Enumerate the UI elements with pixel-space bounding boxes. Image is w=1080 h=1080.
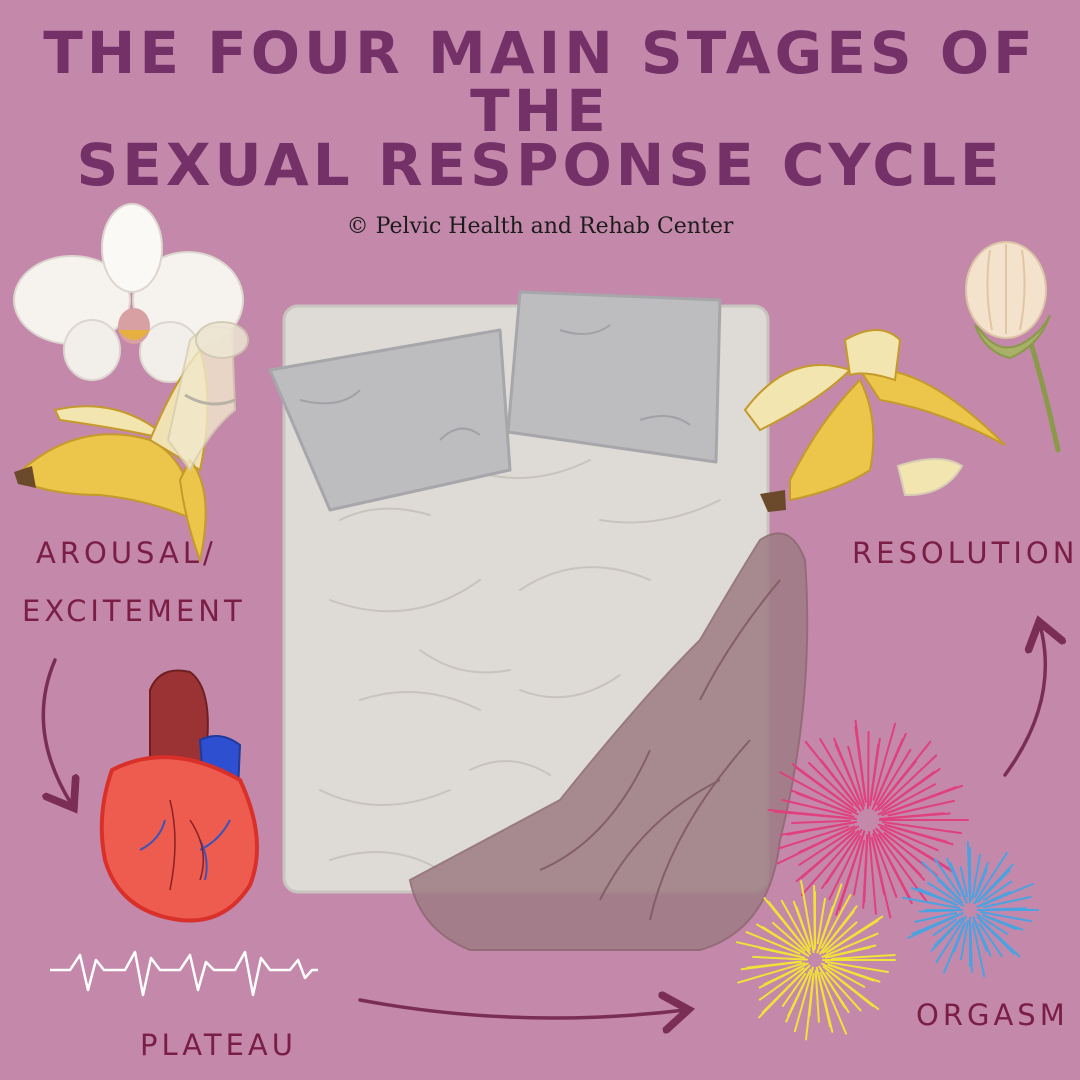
arrow-arousal-to-plateau [41, 658, 72, 805]
banana-condom-icon [14, 321, 249, 564]
stage-label-arousal-line-1: AROUSAL/ [36, 536, 217, 570]
flower-bud-icon [965, 241, 1061, 453]
title-line-1: THE FOUR MAIN STAGES OF THE [43, 19, 1037, 145]
orchid-icon [13, 203, 244, 383]
heartbeat-line-icon [50, 950, 318, 997]
copyright-credit: © Pelvic Health and Rehab Center [346, 214, 734, 239]
stage-label-plateau: PLATEAU [140, 1028, 297, 1062]
title-line-2: SEXUAL RESPONSE CYCLE [76, 131, 1004, 199]
arrow-orgasm-to-resolution [1003, 625, 1045, 777]
stage-label-arousal-line-2: EXCITEMENT [22, 594, 246, 628]
fireworks-icon [736, 719, 1039, 1041]
stage-label-resolution: RESOLUTION [852, 536, 1079, 570]
arrow-plateau-to-orgasm [358, 1000, 685, 1018]
heart-anatomical-icon [99, 669, 260, 923]
banana-peel-icon [743, 329, 1006, 512]
stage-label-orgasm: ORGASM [916, 998, 1069, 1032]
bed-icon [268, 290, 809, 951]
